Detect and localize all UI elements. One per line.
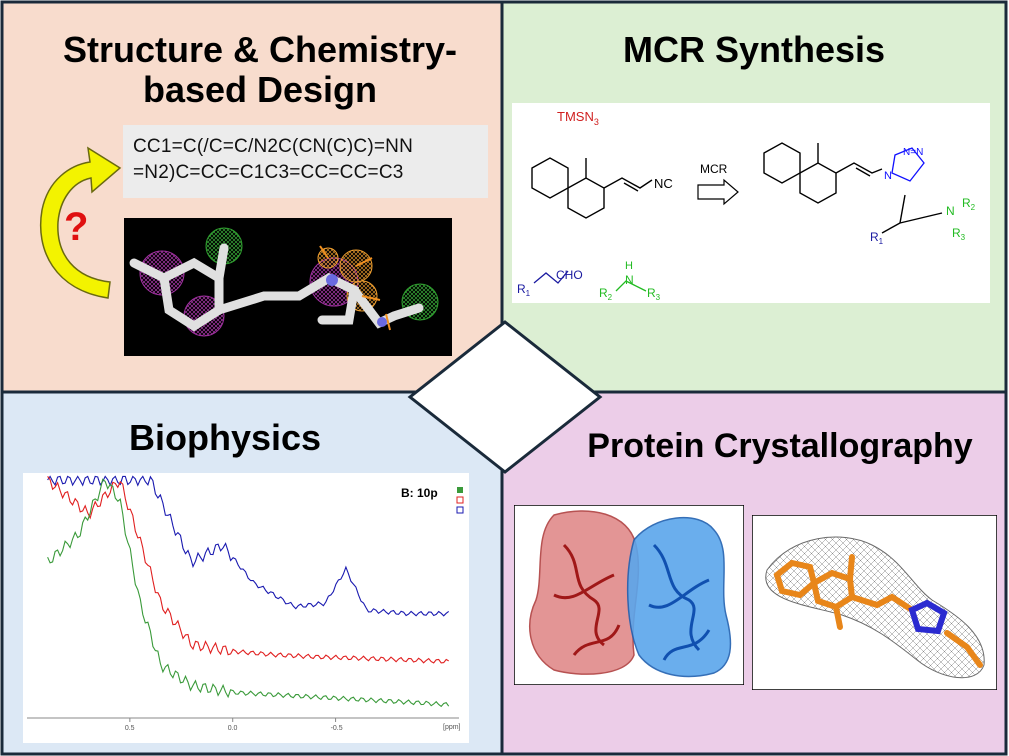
nmr-x-unit: [ppm] [443,724,461,731]
isocyanide-nc: NC [654,176,673,191]
aldehyde-cho: CHO [556,268,583,282]
amine-structure [615,280,647,292]
aldehyde-r1: R1 [517,282,531,298]
product-n: N [946,204,955,218]
mcr-arrow [697,178,739,206]
tetrazole-ring-label: N=N [903,147,923,158]
pharmacophore-image [124,218,452,356]
tetrazole-ring [891,147,925,182]
legend-swatch-green [457,487,463,493]
design-title-line2: based Design [142,68,378,110]
product-r2: R2 [962,196,976,212]
protein-surface-image [514,505,744,685]
ligand-sticks [773,554,983,668]
nmr-series-2 [47,478,450,708]
center-diamond [407,320,603,474]
question-mark: ? [64,205,89,249]
electron-density-image [752,515,997,690]
curved-arrow-shape [40,146,122,299]
nmr-tick-label: 0.5 [125,725,135,732]
isocyanide-structure [531,157,653,219]
synthesis-title: MCR Synthesis [622,29,886,70]
nmr-series-0 [47,475,450,617]
nmr-plot-area [47,475,450,708]
tetrazole-sticks [908,599,948,635]
amine-r2: R2 [599,286,613,302]
product-r1: R1 [870,230,884,246]
nmr-chart: 0.5 0.0 -0.5 [ppm] B: 10p [23,473,469,743]
nmr-series-1 [47,476,449,664]
amine-h: H [625,260,633,272]
smiles-box: CC1=C(/C=C/N2C(CN(C)C)=NN =N2)C=CC=C1C3=… [123,125,488,198]
tetrazole-n: N [884,170,892,182]
product-structure [763,142,943,234]
amine-n: N [625,273,634,287]
mcr-scheme: TMSN3 NC MCR R1 CHO H N R2 R3 N N=N R1 N… [512,103,990,303]
amine-r3: R3 [647,286,661,302]
nmr-x-ticks: 0.5 0.0 -0.5 [125,718,343,732]
curved-arrow [40,146,122,299]
nmr-tick-label: 0.0 [228,725,238,732]
tms-label: TMSN3 [557,109,599,127]
design-title-line1: Structure & Chemistry- [62,29,458,70]
smiles-line2: =N2)C=CC=C1C3=CC=CC=C3 [133,162,404,183]
nmr-legend-label: B: 10p [401,486,438,500]
smiles-line1: CC1=C(/C=C/N2C(CN(C)C)=NN [133,136,413,157]
aldehyde-structure [533,270,569,284]
nmr-tick-label: -0.5 [331,725,343,732]
biophysics-title: Biophysics [128,417,322,458]
product-r3: R3 [952,226,966,242]
crystallography-title: Protein Crystallography [587,427,973,465]
mcr-arrow-label: MCR [700,162,728,176]
legend-swatch-blue [456,506,464,514]
design-title: Structure & Chemistry- based Design [40,30,480,109]
legend-swatch-red [456,496,464,504]
